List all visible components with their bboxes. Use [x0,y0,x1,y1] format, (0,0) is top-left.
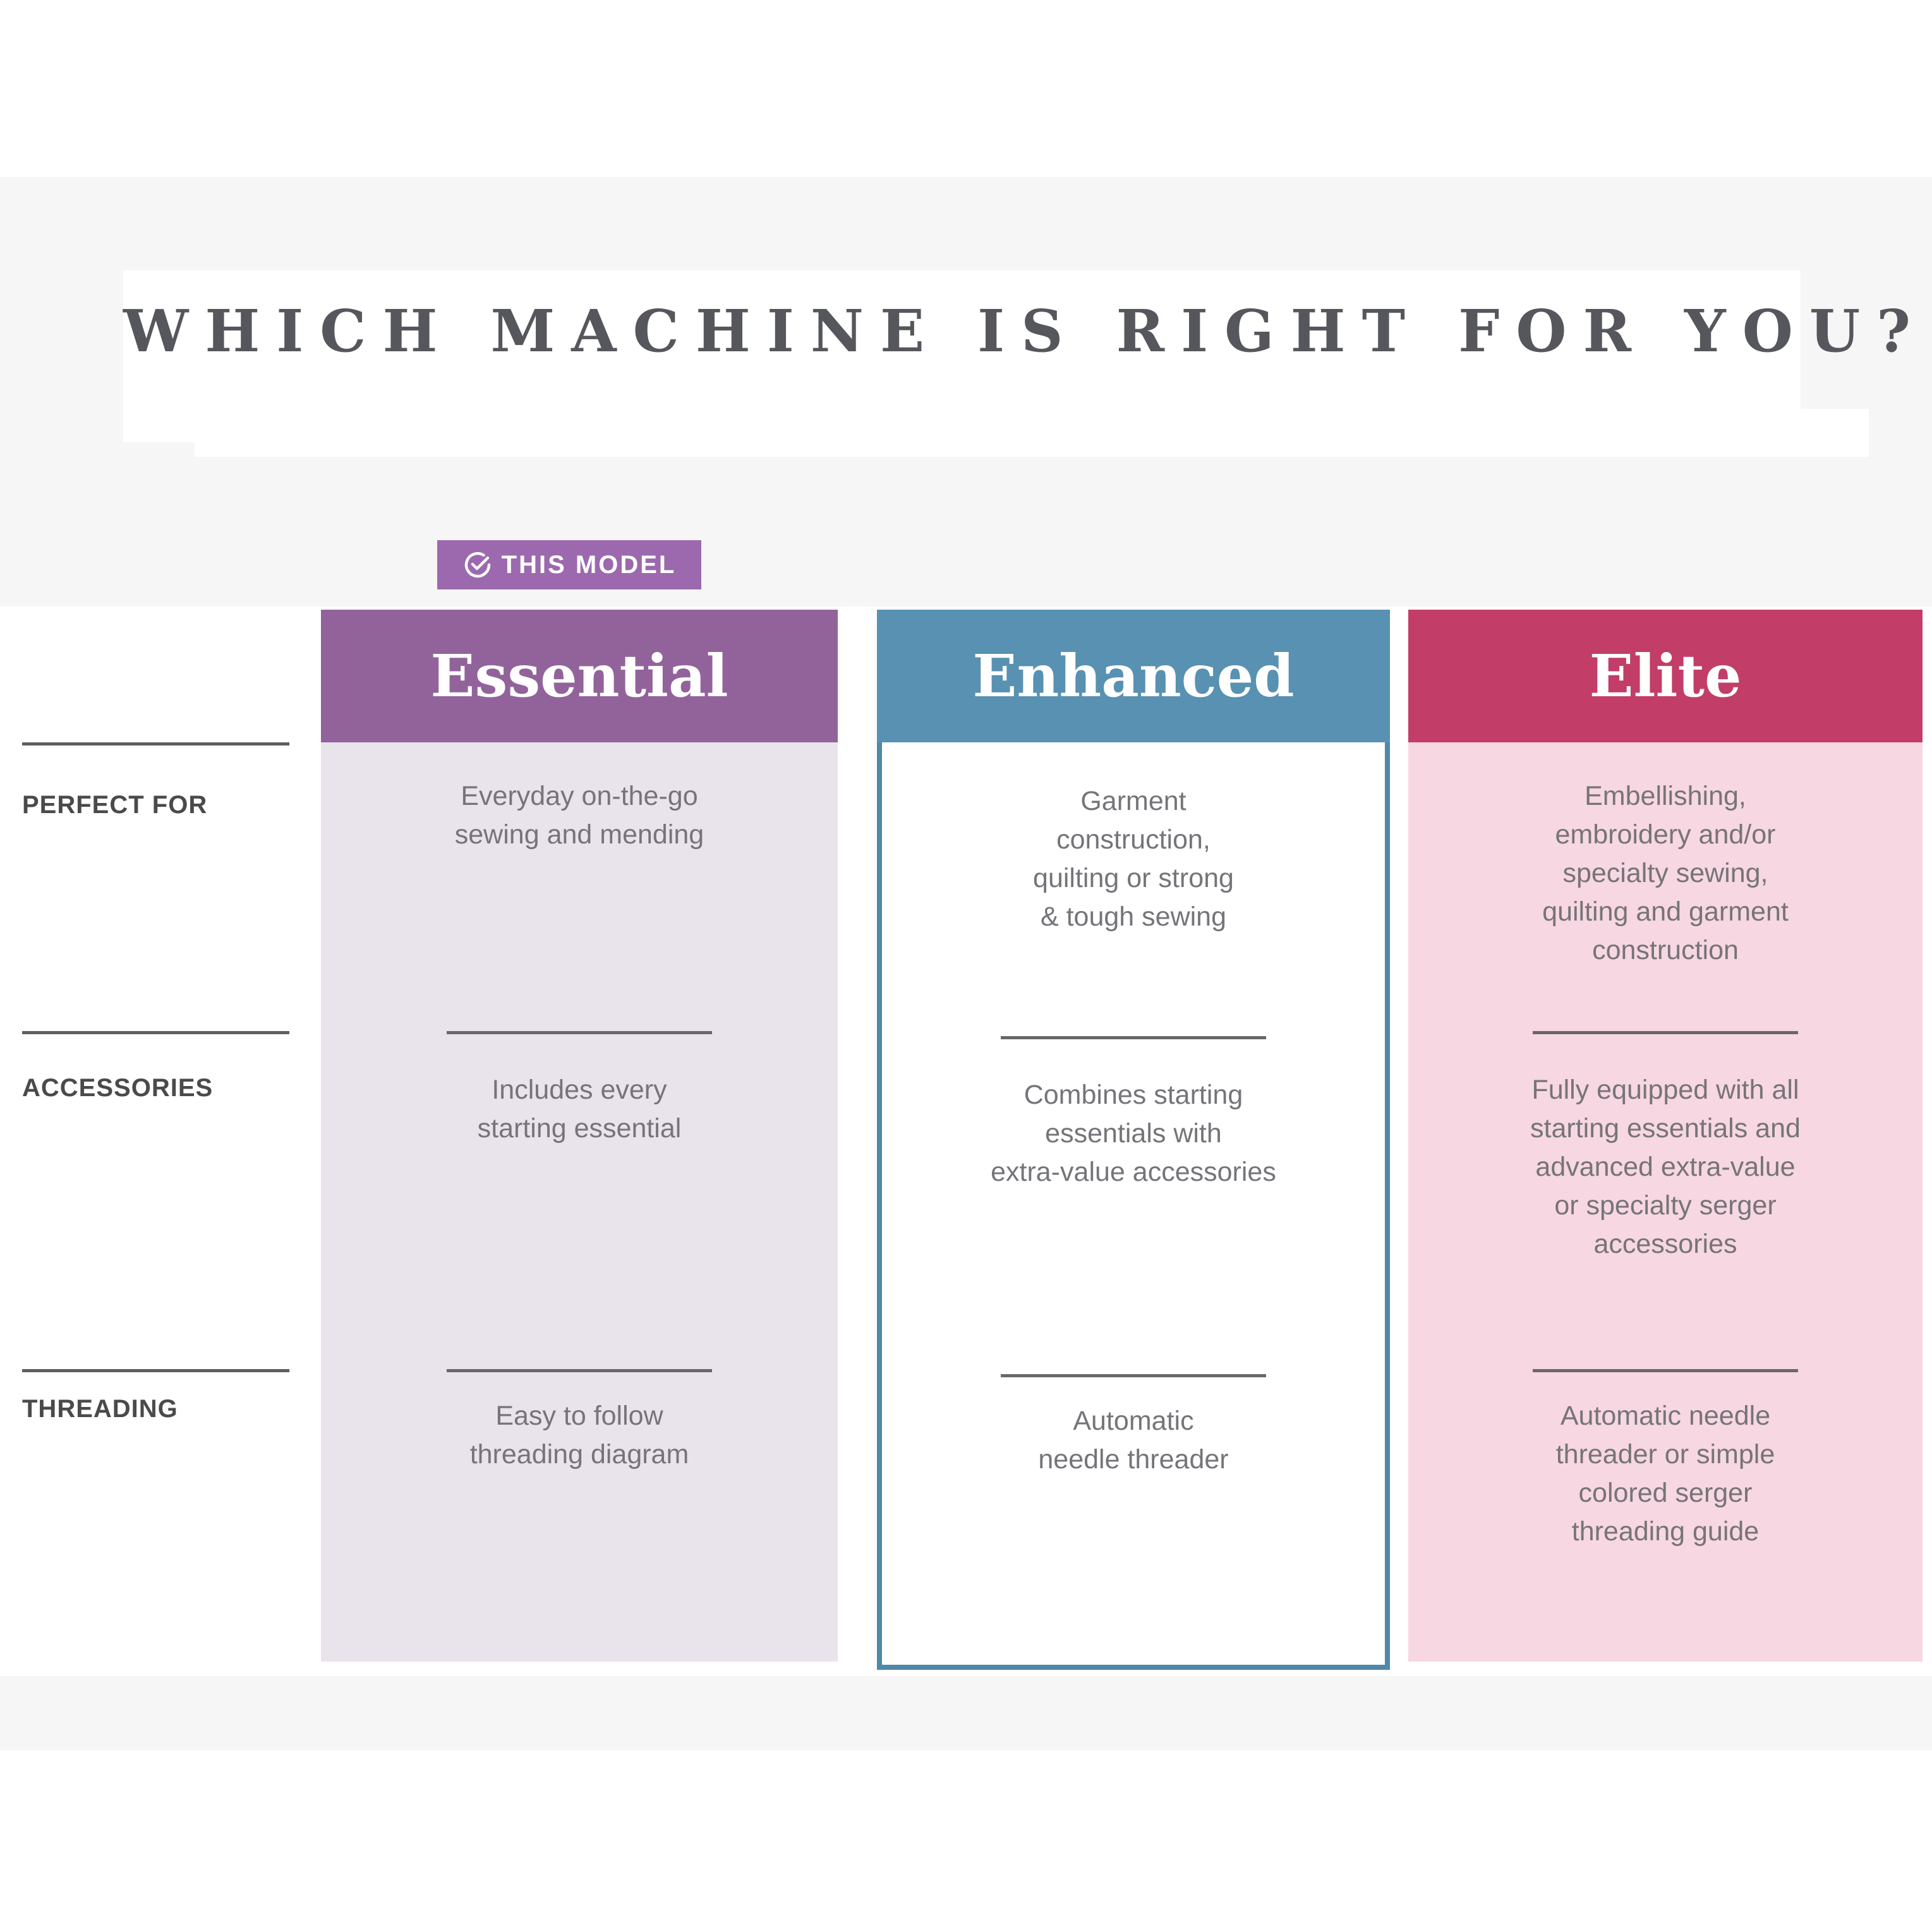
column-enhanced-title: Enhanced [972,642,1295,710]
row-label-threading: THREADING [22,1395,178,1423]
essential-accessories-text: Includes every starting essential [477,1075,682,1144]
elite-accessories-text: Fully equipped with all starting essenti… [1530,1075,1801,1259]
column-essential-title: Essential [430,642,728,710]
essential-divider-2 [447,1369,712,1372]
column-enhanced: Enhanced Garment construction, quilting … [877,610,1390,1670]
column-elite: Elite Embellishing, embroidery and/or sp… [1408,610,1923,1662]
enhanced-perfect-for-text: Garment construction, quilting or strong… [1033,786,1234,932]
essential-threading-text: Easy to follow threading diagram [469,1401,689,1470]
enhanced-divider-1 [1001,1036,1266,1039]
essential-divider-1 [447,1031,712,1034]
page-title: WHICH MACHINE IS RIGHT FOR YOU? [123,297,1927,365]
column-elite-header: Elite [1408,610,1923,742]
check-circle-icon [462,550,493,580]
column-essential-header: Essential [321,610,838,742]
column-enhanced-header: Enhanced [877,610,1390,742]
row-label-perfect-for: PERFECT FOR [22,791,208,819]
enhanced-threading-text: Automatic needle threader [1038,1406,1229,1475]
this-model-badge-label: THIS MODEL [501,550,677,579]
elite-divider-1 [1533,1031,1798,1034]
elite-divider-2 [1533,1369,1798,1372]
enhanced-divider-2 [1001,1374,1266,1377]
bottom-gray-band [0,1676,1932,1751]
enhanced-accessories-text: Combines starting essentials with extra-… [991,1080,1276,1187]
row-divider-perfect-for [22,742,289,746]
elite-perfect-for-text: Embellishing, embroidery and/or specialt… [1542,781,1789,965]
this-model-badge: THIS MODEL [437,540,701,589]
row-label-accessories: ACCESSORIES [22,1074,214,1102]
title-background-strip [195,409,1869,457]
row-divider-threading [22,1369,289,1372]
column-essential: Essential Everyday on-the-go sewing and … [321,610,838,1662]
essential-perfect-for-text: Everyday on-the-go sewing and mending [454,781,704,850]
elite-threading-text: Automatic needle threader or simple colo… [1555,1401,1775,1547]
row-divider-accessories [22,1031,289,1034]
column-elite-title: Elite [1589,642,1742,710]
